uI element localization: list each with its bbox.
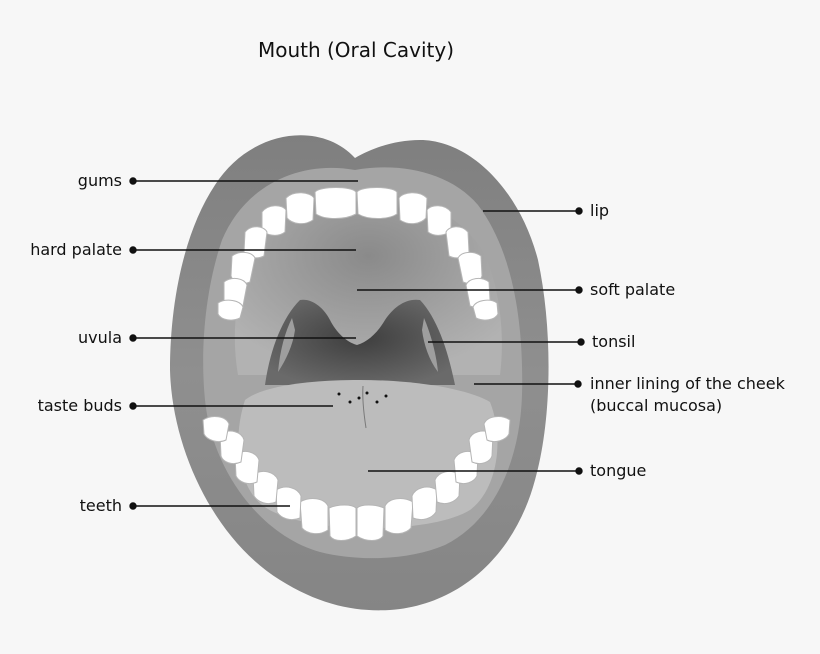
taste-bud-dots [337, 391, 388, 404]
label-teeth: teeth [79, 496, 122, 515]
tongue-midline [362, 385, 367, 429]
tonsil-right [422, 318, 438, 372]
tonsil-left [278, 318, 295, 372]
leader-lines-right [357, 207, 585, 475]
label-soft-palate: soft palate [590, 280, 676, 299]
label-buccal-mucosa: (buccal mucosa) [590, 396, 723, 415]
label-inner-lining: inner lining of the cheek [590, 374, 785, 393]
label-taste-buds: taste buds [37, 396, 122, 415]
label-tonsil: tonsil [592, 332, 636, 351]
label-hard-palate: hard palate [30, 240, 122, 259]
label-uvula: uvula [78, 328, 122, 347]
label-tongue: tongue [590, 461, 647, 480]
leader-lines-left [129, 177, 358, 510]
label-gums: gums [77, 171, 122, 190]
throat [265, 299, 455, 385]
diagram-title: Mouth (Oral Cavity) [257, 38, 455, 62]
lower-teeth [202, 416, 511, 541]
label-lip: lip [590, 201, 610, 220]
upper-teeth [217, 187, 499, 321]
